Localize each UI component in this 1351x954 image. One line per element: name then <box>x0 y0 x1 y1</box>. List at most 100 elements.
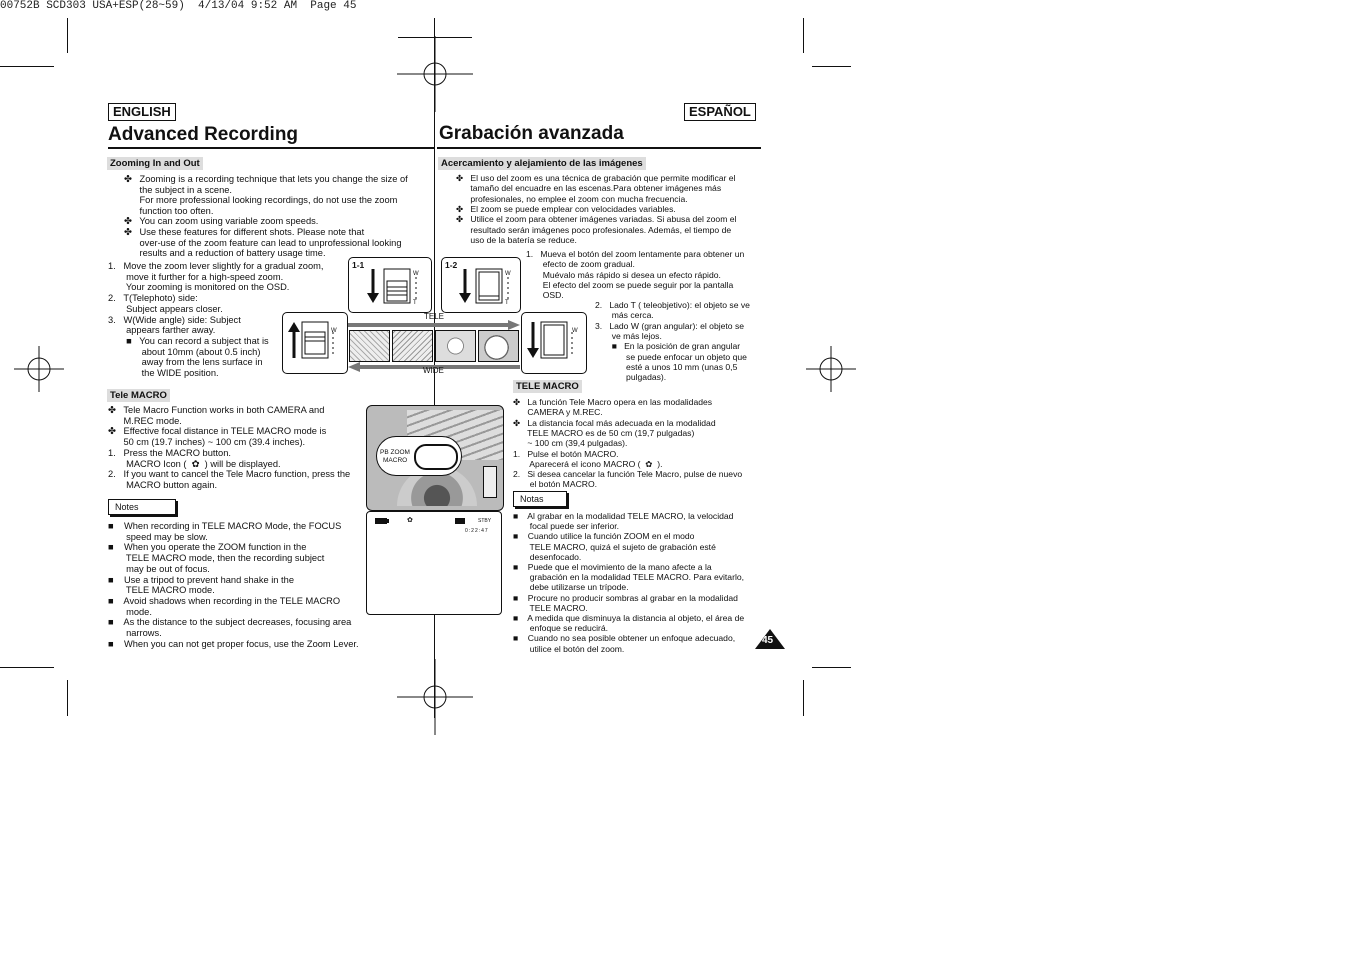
text-line: pulgadas). <box>595 372 667 383</box>
crop-mark <box>803 18 804 53</box>
scene-thumbnail <box>478 330 519 362</box>
zoom-scale-w: W <box>331 328 337 334</box>
text-line: move it further for a high-speed zoom. <box>108 271 284 282</box>
notes-label-es: Notas <box>513 491 567 507</box>
osd-screen <box>366 511 502 615</box>
text-line: 50 cm (19.7 inches) ~ 100 cm (39.4 inche… <box>108 437 306 448</box>
zoom-scale-w: W <box>572 328 578 334</box>
crop-mark <box>67 680 68 716</box>
text-line: ■ When you can not get proper focus, use… <box>108 638 359 649</box>
text-line: profesionales, no emplee el zoom con muc… <box>456 193 688 204</box>
text-line: MACRO button again. <box>108 479 218 490</box>
text-line: ✤ El zoom se puede emplear con velocidad… <box>456 203 676 214</box>
text-line: TELE MACRO mode, then the recording subj… <box>108 553 325 564</box>
text-line: ✤ Tele Macro Function works in both CAME… <box>108 405 325 415</box>
text-line: 3. Lado W (gran angular): el objeto se <box>595 320 745 331</box>
macro-button <box>414 444 458 470</box>
text-line: 1. Move the zoom lever slightly for a gr… <box>108 261 324 271</box>
text-line: function too often. <box>124 205 214 216</box>
text-line: TELE MACRO, quizá el sujeto de grabación… <box>513 541 716 552</box>
osd-status: STBY <box>478 518 492 524</box>
camcorder-side-slot <box>483 466 497 498</box>
print-header: 00752B SCD303 USA+ESP(28~59) 4/13/04 9:5… <box>0 0 357 12</box>
text-line: 2. Si desea cancelar la función Tele Mac… <box>513 469 743 480</box>
zoom-scale-w: W <box>413 271 419 277</box>
crop-mark <box>67 18 68 53</box>
text-line: about 10mm (about 0.5 inch) <box>108 346 261 357</box>
text-line: ■ Cuando utilice la función ZOOM en el m… <box>513 531 695 542</box>
text-line: ■ As the distance to the subject decreas… <box>108 617 352 628</box>
text-line: más cerca. <box>595 310 654 321</box>
macro-osd-icon: ✿ <box>407 517 413 524</box>
zoom-scale-w: W <box>505 271 511 277</box>
text-line: ■ A medida que disminuya la distancia al… <box>513 613 745 623</box>
text-line: ■ Puede que el movimiento de la mano afe… <box>513 562 712 572</box>
notes-label-en: Notes <box>108 499 176 515</box>
figure-label: 1-1 <box>352 260 365 270</box>
text-line: ■ Use a tripod to prevent hand shake in … <box>108 574 294 585</box>
page-title-english: Advanced Recording <box>108 124 299 145</box>
text-line: ve más lejos. <box>595 330 662 341</box>
crop-mark <box>803 680 804 716</box>
text-line: MACRO Icon ( ✿ ) will be displayed. <box>108 458 281 469</box>
text-line: Subject appears closer. <box>108 303 223 314</box>
text-line: 1. Press the MACRO button. <box>108 447 231 458</box>
registration-mark-icon <box>14 346 64 392</box>
text-line: OSD. <box>526 290 564 301</box>
text-line: may be out of focus. <box>108 563 210 574</box>
text-line: TELE MACRO. <box>513 602 588 613</box>
text-line: 1. Mueva el botón del zoom lentamente pa… <box>526 249 745 259</box>
crop-mark <box>0 66 54 67</box>
title-rule <box>437 147 761 149</box>
registration-mark-icon <box>397 36 473 112</box>
osd-counter: 0:22:47 <box>465 528 489 534</box>
text-line: ■ Al grabar en la modalidad TELE MACRO, … <box>513 511 734 521</box>
text-line: Muévalo más rápido si desea un efecto rá… <box>526 269 721 280</box>
zoom-lever-down-icon <box>527 321 573 359</box>
crop-mark <box>812 667 851 668</box>
battery-icon <box>375 518 387 524</box>
text-line: the subject in a scene. <box>124 184 233 195</box>
text-line: speed may be slow. <box>108 531 208 542</box>
text-line: efecto de zoom gradual. <box>526 259 635 270</box>
text-line: CAMERA y M.REC. <box>513 407 603 418</box>
language-tag-spanish: ESPAÑOL <box>684 103 756 121</box>
text-line: ✤ El uso del zoom es una técnica de grab… <box>456 173 736 183</box>
text-line: ✤ Zooming is a recording technique that … <box>124 174 408 184</box>
wide-arrow-icon <box>348 362 520 372</box>
zoom-lever-up-icon <box>288 321 334 359</box>
text-line: resultado serán imágenes poco profesiona… <box>456 224 732 235</box>
section-heading-macro-en: Tele MACRO <box>107 389 170 402</box>
text-line: tamaño del encuadre en las escenas.Para … <box>456 183 722 194</box>
text-line: ■ Cuando no sea posible obtener un enfoq… <box>513 633 736 644</box>
tele-label: TELE <box>424 312 445 321</box>
title-rule <box>108 147 434 149</box>
text-line: ✤ You can zoom using variable zoom speed… <box>124 216 319 227</box>
text-line: se puede enfocar un objeto que <box>595 351 747 362</box>
tele-arrow-icon <box>348 320 520 330</box>
section-heading-zoom-es: Acercamiento y alejamiento de las imágen… <box>438 157 646 170</box>
registration-mark-icon <box>806 346 856 392</box>
text-line: For more professional looking recordings… <box>124 195 398 206</box>
text-line: ✤ Effective focal distance in TELE MACRO… <box>108 426 327 437</box>
page-title-spanish: Grabación avanzada <box>439 123 624 144</box>
language-tag-english: ENGLISH <box>108 103 176 121</box>
zoom-scale-t: T <box>505 300 509 306</box>
text-line: TELE MACRO es de 50 cm (19,7 pulgadas) <box>513 427 695 438</box>
macro-button-label-2: MACRO <box>383 457 408 464</box>
macro-button-label-1: PB ZOOM <box>380 449 410 456</box>
zoom-lever-wide-icon <box>459 268 509 304</box>
text-line: Your zooming is monitored on the OSD. <box>108 282 290 293</box>
text-line: ■ When recording in TELE MACRO Mode, the… <box>108 521 342 531</box>
text-line: esté a unos 10 mm (unas 0,5 <box>595 361 738 372</box>
text-line: 1. Pulse el botón MACRO. <box>513 448 619 459</box>
text-line: ■ When you operate the ZOOM function in … <box>108 542 307 553</box>
text-line: utilice el botón del zoom. <box>513 643 625 654</box>
text-line: TELE MACRO mode. <box>108 585 215 596</box>
scene-thumbnail <box>392 330 433 362</box>
text-line: 2. Lado T ( teleobjetivo): el objeto se … <box>595 300 750 310</box>
zoom-scale-t: T <box>413 300 417 306</box>
text-line: over-use of the zoom feature can lead to… <box>124 237 402 248</box>
zoom-sequence-images <box>349 330 519 362</box>
text-line: El efecto del zoom se puede seguir por l… <box>526 279 734 290</box>
